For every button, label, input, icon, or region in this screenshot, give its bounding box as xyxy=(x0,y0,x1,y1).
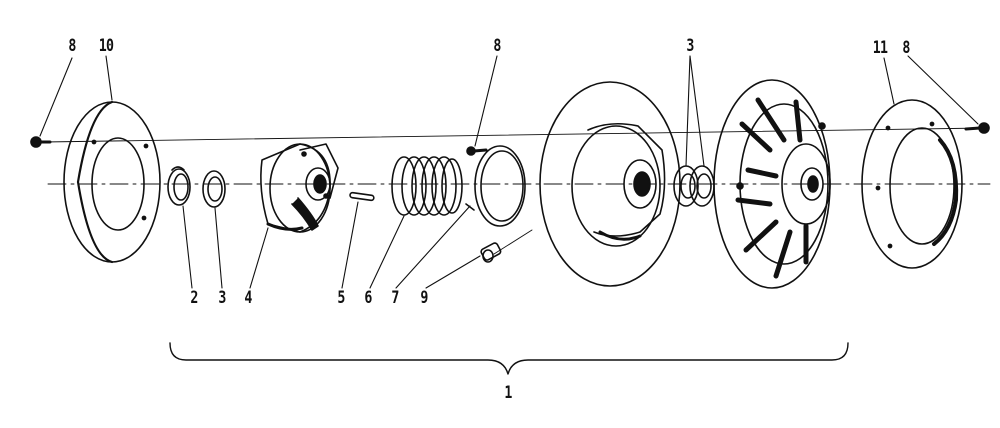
cam-hub xyxy=(260,143,339,233)
callout-cam-hub: 4 xyxy=(244,288,252,308)
callout-screw-right: 8 xyxy=(902,38,910,58)
upper-axis xyxy=(43,127,986,143)
bolt xyxy=(480,229,533,263)
callout-assembly: 1 xyxy=(504,383,512,403)
outer-plate-left xyxy=(63,100,161,264)
callout-spring: 6 xyxy=(364,288,372,308)
screw-right xyxy=(964,122,990,134)
callout-washer-left: 3 xyxy=(218,288,226,308)
callout-pin: 5 xyxy=(337,288,345,308)
callout-bolt: 9 xyxy=(420,288,428,308)
movable-sheave xyxy=(713,79,831,289)
callout-screw-left: 8 xyxy=(68,36,76,56)
snap-ring xyxy=(465,145,526,227)
callout-retainer-ring: 2 xyxy=(190,288,198,308)
retainer-ring xyxy=(167,166,191,206)
callout-snap-ring: 7 xyxy=(391,288,399,308)
callout-bushings: 3 xyxy=(686,36,694,56)
fixed-sheave xyxy=(539,81,681,287)
assembly-brace xyxy=(169,342,849,375)
washer-left xyxy=(202,170,226,208)
leader-lines xyxy=(39,55,979,289)
spring xyxy=(391,156,463,216)
callout-outer-plate-left: 10 xyxy=(98,36,114,56)
pin xyxy=(349,191,375,202)
callout-screw-mid: 8 xyxy=(493,36,501,56)
cover-right xyxy=(861,99,963,269)
callout-cover-right: 11 xyxy=(872,38,888,58)
screw-left xyxy=(30,136,52,148)
bushings-right xyxy=(673,165,715,207)
screw-mid xyxy=(466,146,488,156)
